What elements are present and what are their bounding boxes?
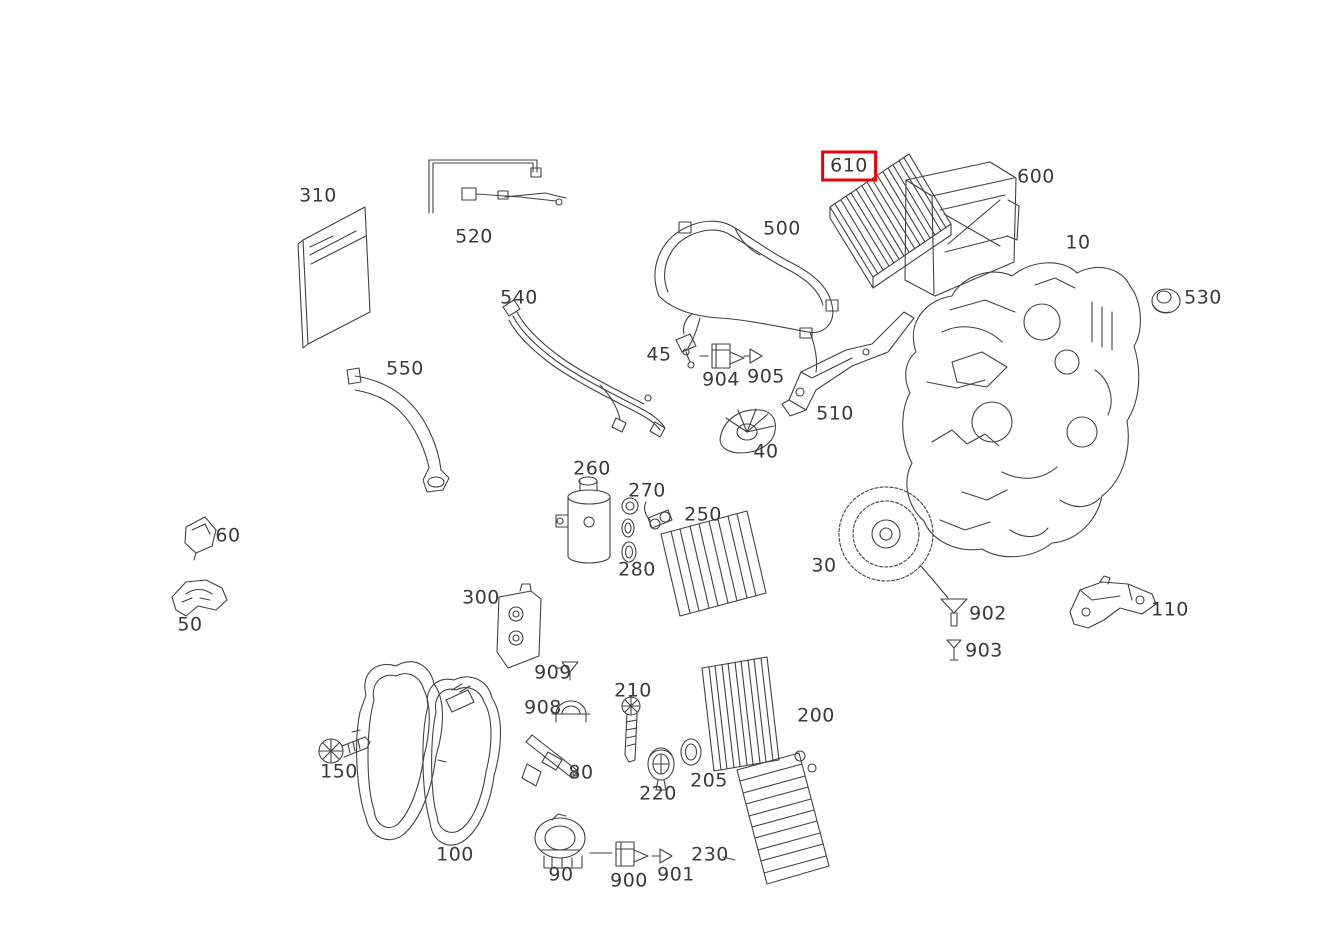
part-270-drawing (621, 497, 639, 538)
part-label-909[interactable]: 909 (534, 661, 572, 684)
part-900-symbol (615, 841, 649, 867)
part-label-908[interactable]: 908 (524, 696, 562, 719)
part-905-symbol (743, 348, 763, 364)
part-550-drawing (346, 367, 450, 493)
part-540-drawing (502, 299, 666, 438)
part-label-80[interactable]: 80 (568, 761, 594, 784)
part-230-drawing (736, 750, 830, 885)
part-909-drawing (561, 661, 579, 681)
part-260-drawing (555, 476, 611, 564)
part-530-drawing (1151, 288, 1181, 314)
part-label-200[interactable]: 200 (797, 704, 835, 727)
part-510-drawing (781, 311, 915, 417)
part-label-300[interactable]: 300 (462, 586, 500, 609)
part-300-drawing (496, 583, 542, 669)
part-label-530[interactable]: 530 (1184, 286, 1222, 309)
part-220-drawing (647, 747, 675, 791)
part-label-60[interactable]: 60 (215, 524, 241, 547)
part-label-260[interactable]: 260 (573, 457, 611, 480)
part-label-100[interactable]: 100 (436, 843, 474, 866)
part-901-symbol (651, 848, 673, 864)
part-label-50[interactable]: 50 (177, 613, 203, 636)
part-10-drawing (902, 262, 1141, 558)
part-902-symbol (940, 598, 968, 627)
part-label-280[interactable]: 280 (618, 558, 656, 581)
part-205-drawing (680, 738, 702, 766)
part-label-610[interactable]: 610 (821, 150, 877, 182)
part-600-drawing (904, 161, 1020, 297)
part-45-drawing (675, 313, 697, 369)
part-label-230[interactable]: 230 (691, 843, 729, 866)
part-904-symbol (711, 343, 745, 369)
part-label-600[interactable]: 600 (1017, 165, 1055, 188)
part-label-40[interactable]: 40 (753, 440, 779, 463)
part-110-drawing (1069, 575, 1157, 629)
part-200-drawing (701, 656, 780, 772)
part-label-250[interactable]: 250 (684, 503, 722, 526)
part-610-drawing (829, 153, 952, 289)
part-520-drawing (428, 159, 567, 214)
part-label-510[interactable]: 510 (816, 402, 854, 425)
part-310-drawing (297, 206, 371, 349)
part-250-drawing (644, 501, 767, 617)
part-903-symbol (946, 639, 962, 661)
part-label-10[interactable]: 10 (1065, 231, 1091, 254)
part-label-540[interactable]: 540 (500, 286, 538, 309)
part-label-310[interactable]: 310 (299, 184, 337, 207)
part-label-150[interactable]: 150 (320, 760, 358, 783)
part-label-500[interactable]: 500 (763, 217, 801, 240)
part-label-905[interactable]: 905 (747, 365, 785, 388)
part-280-drawing (621, 541, 637, 563)
part-80-drawing (521, 734, 579, 787)
part-40-drawing (719, 408, 776, 454)
part-150-drawing (318, 736, 371, 764)
part-60-drawing (184, 516, 217, 561)
part-908-drawing (551, 700, 591, 723)
part-500-drawing (654, 220, 839, 373)
part-label-90[interactable]: 90 (548, 863, 574, 886)
part-label-210[interactable]: 210 (614, 679, 652, 702)
part-label-45[interactable]: 45 (646, 343, 672, 366)
part-label-901[interactable]: 901 (657, 863, 695, 886)
part-210-drawing (621, 696, 641, 763)
part-100-drawing (351, 661, 502, 846)
part-label-903[interactable]: 903 (965, 639, 1003, 662)
leader-lines (555, 355, 949, 861)
part-30-drawing (838, 486, 934, 582)
part-label-270[interactable]: 270 (628, 479, 666, 502)
part-90-drawing (534, 813, 586, 869)
part-label-904[interactable]: 904 (702, 368, 740, 391)
part-50-drawing (171, 579, 228, 617)
part-label-110[interactable]: 110 (1151, 598, 1189, 621)
part-label-205[interactable]: 205 (690, 769, 728, 792)
part-label-902[interactable]: 902 (969, 602, 1007, 625)
part-label-900[interactable]: 900 (610, 869, 648, 892)
part-label-550[interactable]: 550 (386, 357, 424, 380)
part-label-30[interactable]: 30 (811, 554, 837, 577)
part-label-220[interactable]: 220 (639, 782, 677, 805)
part-label-520[interactable]: 520 (455, 225, 493, 248)
